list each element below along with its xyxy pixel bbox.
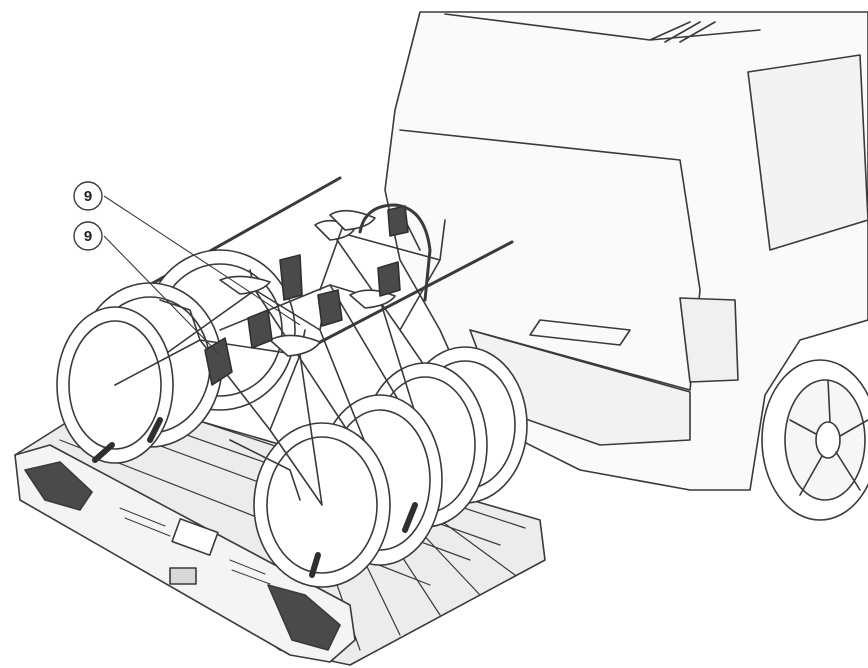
car-bumper-line (529, 319, 631, 346)
car-side-window (747, 54, 868, 251)
callouts: 9 9 (73, 181, 301, 356)
hitch-coupling (169, 567, 197, 585)
carrier-right-light (267, 584, 341, 651)
car-tailgate (399, 129, 701, 391)
callout-upper-label: 9 (84, 188, 92, 205)
rear-support-loop (358, 203, 432, 302)
strap-3 (309, 552, 321, 578)
license-plate-holder (171, 518, 219, 556)
car-roof-rail (444, 13, 761, 43)
carrier-light-bar (14, 444, 356, 663)
carrier-markings (119, 507, 271, 585)
callout-upper: 9 (73, 181, 301, 326)
callout-lower-leader (103, 235, 221, 356)
bicycles (56, 176, 528, 588)
frame-holder-icon (279, 254, 303, 301)
car-wheel (761, 359, 868, 521)
frame-holders (204, 205, 409, 386)
strap-4 (402, 502, 418, 533)
frame-holder-icon (377, 261, 401, 297)
frame-holder-icon (204, 337, 233, 386)
strap-1 (92, 442, 115, 463)
frame-holder-icon (247, 309, 273, 349)
frame-holder-icon (387, 205, 409, 237)
bicycle-1 (56, 299, 391, 588)
callout-upper-leader (103, 195, 301, 326)
carrier-frame-bar-front (303, 240, 514, 352)
callout-lower-circle (73, 221, 103, 251)
callout-lower: 9 (73, 221, 221, 356)
wheel-straps (92, 417, 418, 578)
frame-holder-icon (317, 289, 343, 327)
callout-lower-label: 9 (84, 228, 92, 245)
strap-2 (147, 417, 163, 443)
car-tail-light (679, 297, 739, 383)
carrier-left-light (24, 461, 93, 511)
callout-upper-circle (73, 181, 103, 211)
